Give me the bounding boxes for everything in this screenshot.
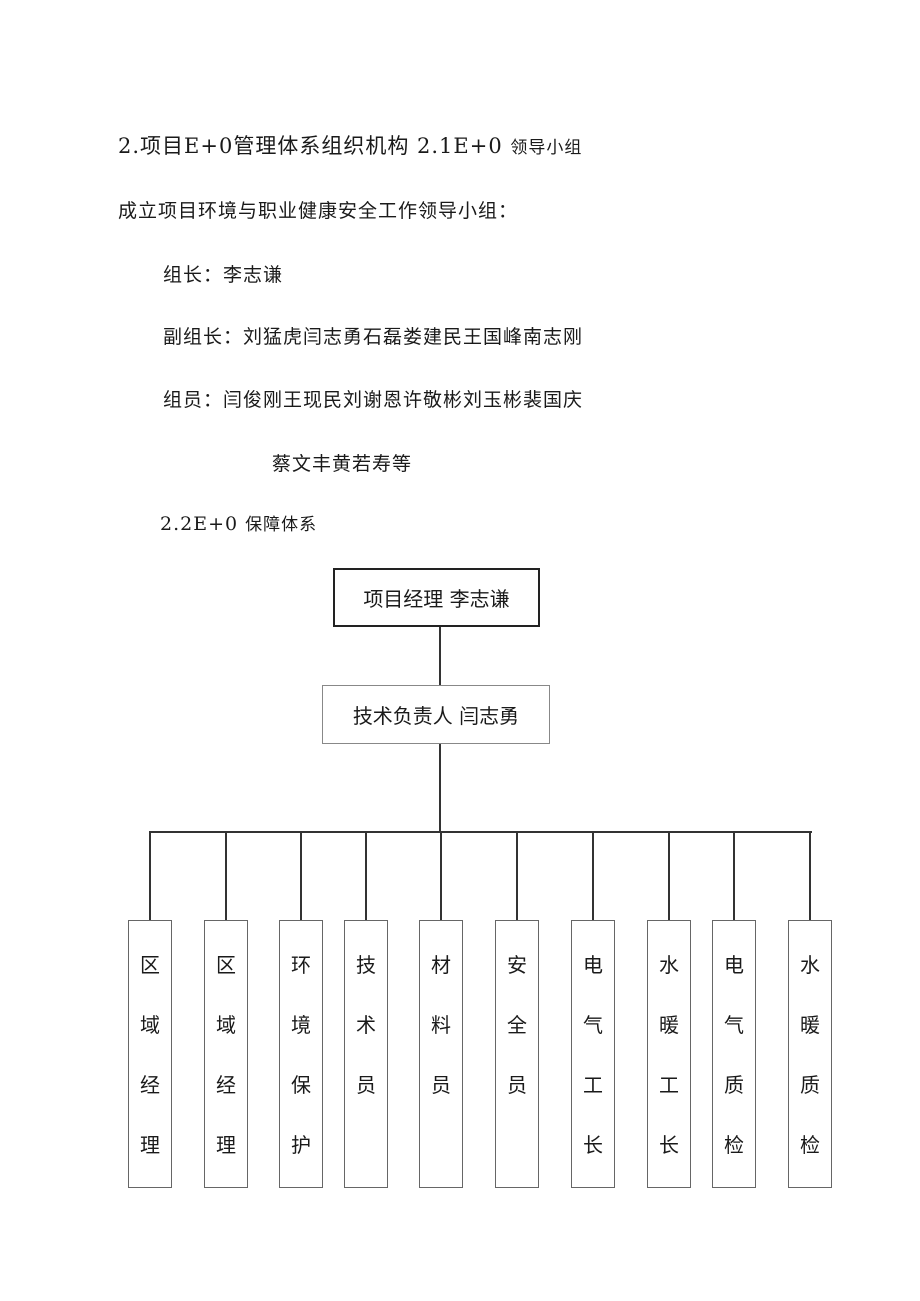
role-box: 电气质检 [712,920,756,1188]
role-char: 工 [583,1073,603,1097]
section-heading: 2.项目E+0管理体系组织机构 2.1E+0 领导小组 [118,130,582,160]
leader-line: 组长：李志谦 [163,264,284,286]
deputy-line: 副组长：刘猛虎闫志勇石磊娄建民王国峰南志刚 [163,326,584,348]
section2-main: 2.2E+0 [160,513,239,535]
role-char: 检 [800,1133,820,1157]
role-char: 员 [507,1073,527,1097]
role-char: 材 [431,953,451,977]
role-char: 全 [507,1013,527,1037]
connector-bus-role [149,831,151,920]
role-char: 保 [291,1073,311,1097]
role-char: 长 [659,1133,679,1157]
role-char: 水 [659,953,679,977]
role-char: 检 [724,1133,744,1157]
role-char: 员 [356,1073,376,1097]
tech-lead-box: 技术负责人 闫志勇 [322,685,550,744]
role-box: 环境保护 [279,920,323,1188]
role-box: 材料员 [419,920,463,1188]
connector-bus-role [592,831,594,920]
section2-sub: 保障体系 [245,515,318,535]
role-box: 水暖工长 [647,920,691,1188]
connector-bus-role [809,831,811,920]
role-char: 护 [291,1133,311,1157]
role-char: 暖 [800,1013,820,1037]
role-char: 理 [140,1133,160,1157]
connector-top-mid [439,627,441,685]
connector-mid-bus [439,744,441,832]
connector-bus-role [440,831,442,920]
connector-bus-role [300,831,302,920]
role-char: 理 [216,1133,236,1157]
connector-bus-role [225,831,227,920]
role-char: 暖 [659,1013,679,1037]
connector-bus-role [516,831,518,920]
role-char: 电 [724,953,744,977]
role-char: 技 [356,953,376,977]
horizontal-bus [150,831,812,833]
role-box: 区域经理 [128,920,172,1188]
members-continued: 蔡文丰黄若寿等 [272,453,413,475]
role-char: 安 [507,953,527,977]
role-char: 区 [140,953,160,977]
members-line: 组员：闫俊刚王现民刘谢恩许敬彬刘玉彬裴国庆 [163,389,584,411]
tech-lead-label: 技术负责人 闫志勇 [352,704,520,728]
role-char: 区 [216,953,236,977]
section2-heading: 2.2E+0 保障体系 [160,510,317,535]
role-char: 术 [356,1013,376,1037]
role-box: 技术员 [344,920,388,1188]
role-char: 电 [583,953,603,977]
connector-bus-role [365,831,367,920]
role-char: 经 [216,1073,236,1097]
intro-text: 成立项目环境与职业健康安全工作领导小组： [118,200,519,222]
role-char: 质 [800,1073,820,1097]
role-char: 境 [291,1013,311,1037]
project-manager-label: 项目经理 李志谦 [363,587,510,611]
role-char: 气 [724,1013,744,1037]
role-char: 域 [216,1013,236,1037]
role-box: 电气工长 [571,920,615,1188]
connector-bus-role [668,831,670,920]
role-char: 长 [583,1133,603,1157]
role-char: 料 [431,1013,451,1037]
role-char: 气 [583,1013,603,1037]
heading-main: 2.项目E+0管理体系组织机构 2.1E+0 [118,134,503,158]
role-char: 工 [659,1073,679,1097]
heading-sub: 领导小组 [510,138,583,158]
role-box: 区域经理 [204,920,248,1188]
role-char: 环 [291,953,311,977]
connector-bus-role [733,831,735,920]
role-box: 水暖质检 [788,920,832,1188]
role-char: 经 [140,1073,160,1097]
role-char: 员 [431,1073,451,1097]
role-char: 质 [724,1073,744,1097]
project-manager-box: 项目经理 李志谦 [333,568,540,627]
role-char: 水 [800,953,820,977]
role-char: 域 [140,1013,160,1037]
role-box: 安全员 [495,920,539,1188]
